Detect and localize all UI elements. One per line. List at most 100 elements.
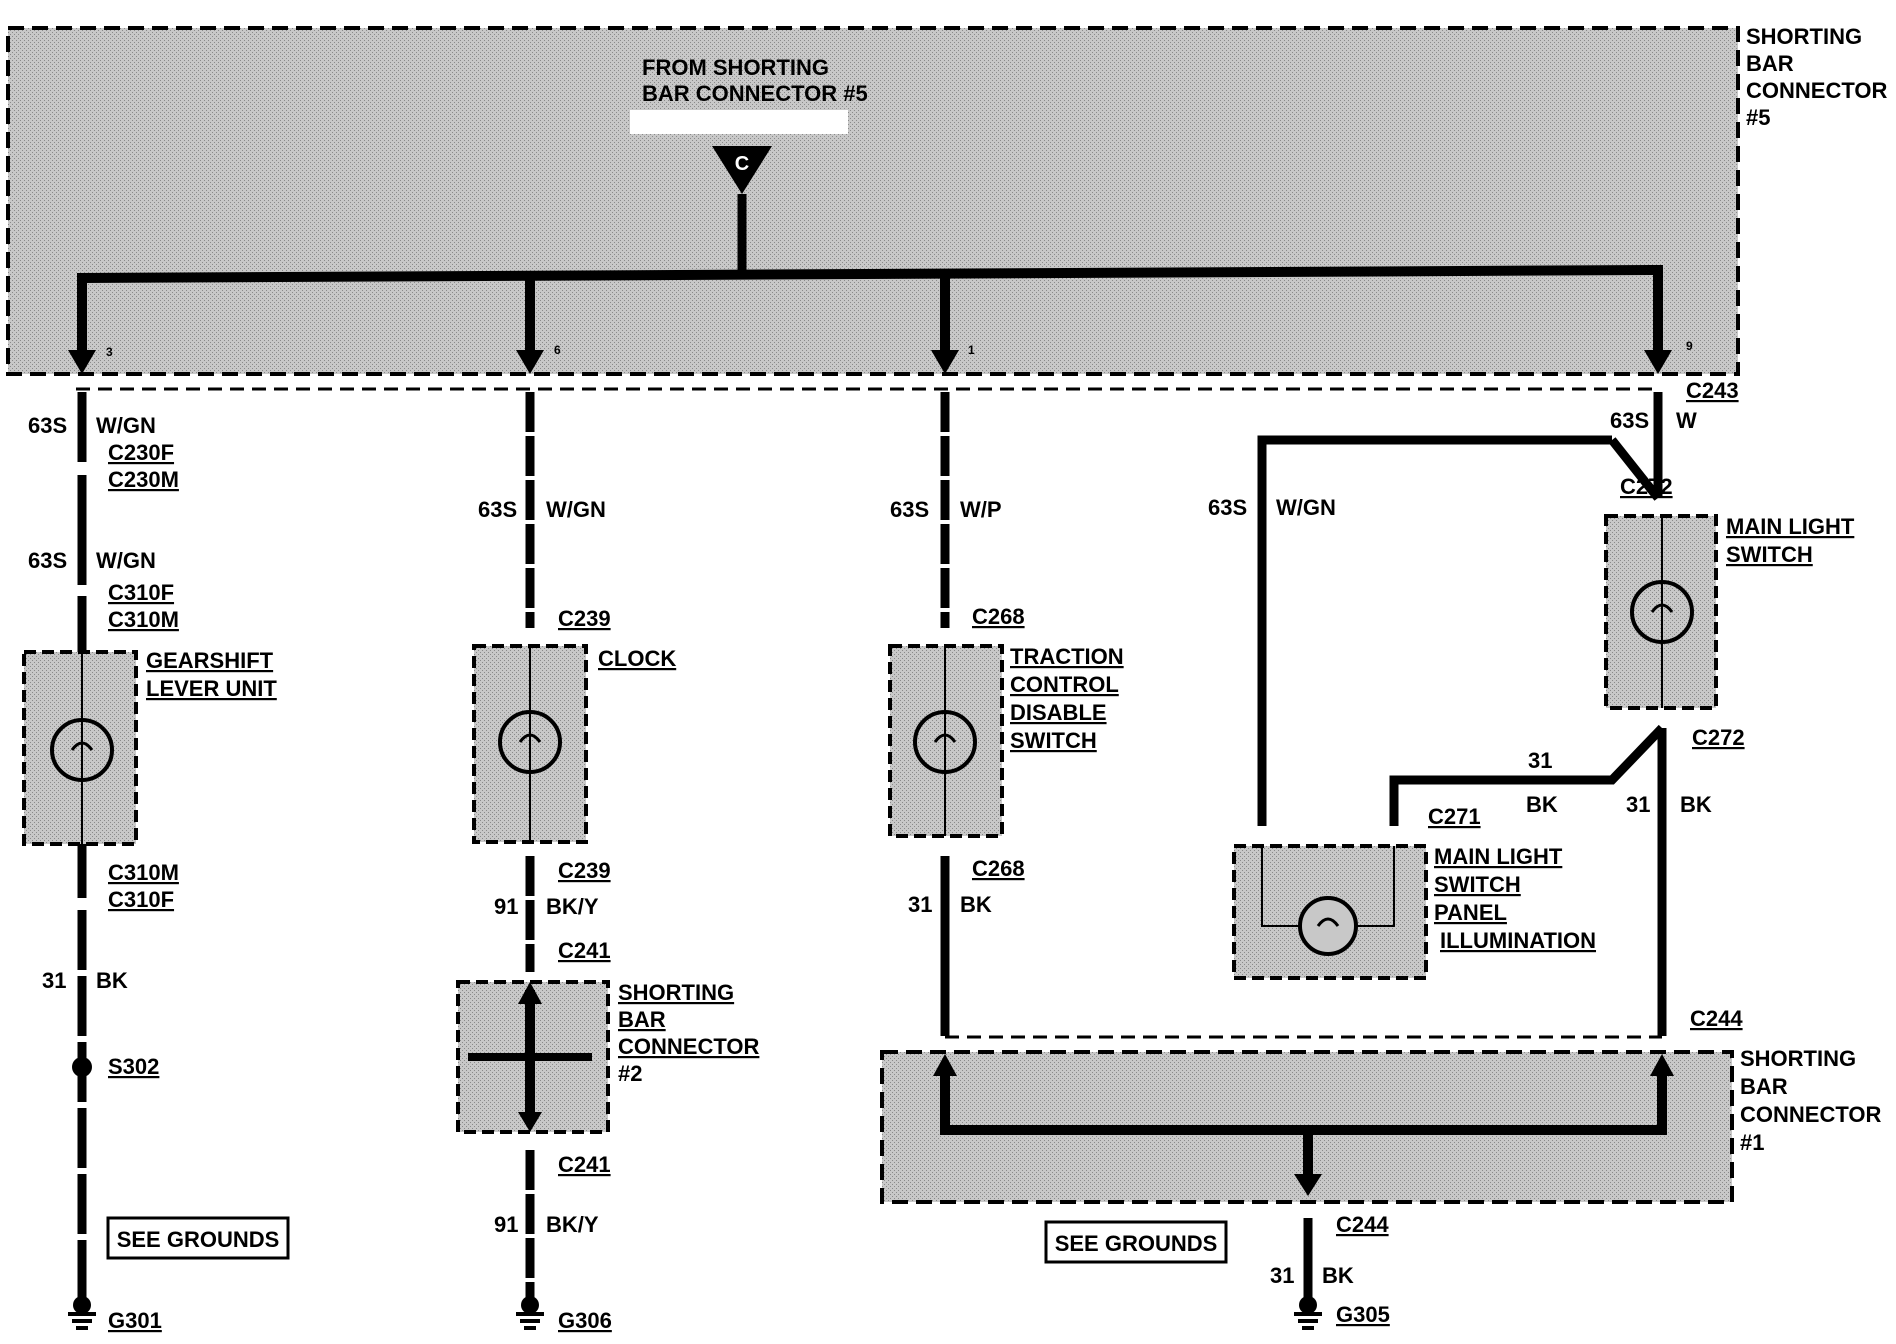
- wire-63s-w-gn-4: [1257, 435, 1612, 826]
- wire-31-bk-4a: [1389, 724, 1666, 826]
- traction-label-line4: SWITCH: [1010, 728, 1097, 753]
- b1-conn-c-bot: C310F: [108, 887, 174, 912]
- see-grounds-label-2: SEE GROUNDS: [1055, 1231, 1218, 1256]
- traction-bulb-icon: [913, 710, 977, 774]
- b1-wire-b-color: W/GN: [96, 548, 156, 573]
- clock-label: CLOCK: [598, 646, 676, 671]
- pin-6: 6: [554, 343, 561, 357]
- arrow-pin-3: [68, 350, 96, 374]
- pin-1: 1: [968, 343, 975, 357]
- branch-clock: 63S W/GN C239 CLOCK C239 91 BK/Y C241 SH…: [456, 392, 759, 1333]
- b4-wire-e-circuit: 31: [1270, 1263, 1294, 1288]
- b1-conn-b-top: C310F: [108, 580, 174, 605]
- b4-wire-b-circuit: 63S: [1208, 495, 1247, 520]
- pin-3: 3: [106, 345, 113, 359]
- ground-g305-label: G305: [1336, 1302, 1390, 1327]
- arrow-pin-9: [1644, 350, 1672, 374]
- splice-s302-icon: [72, 1057, 92, 1077]
- wire-63s-w-gn-4-diag: [1608, 437, 1662, 501]
- panel-illumination-filament-icon: [1316, 917, 1340, 927]
- b4-wire-d-color: BK: [1680, 792, 1712, 817]
- b4-conn-f: C244: [1336, 1212, 1389, 1237]
- connector2-label-line3: CONNECTOR: [618, 1034, 759, 1059]
- b1-conn-a-top: C230F: [108, 440, 174, 465]
- b2-wire-c-circuit: 91: [494, 1212, 518, 1237]
- connector1-arrow-right: [1650, 1054, 1674, 1076]
- connector5-box: [6, 26, 1740, 376]
- panel-illumination-label-line4: ILLUMINATION: [1440, 928, 1596, 953]
- connector5-label-line3: CONNECTOR: [1746, 78, 1887, 103]
- panel-illumination-bulb-icon: [1298, 896, 1358, 956]
- b3-wire-b-color: BK: [960, 892, 992, 917]
- arrow-pin-6: [516, 350, 544, 374]
- b4-conn-b: C272: [1620, 474, 1673, 499]
- b4-wire-a-circuit: 63S: [1610, 408, 1649, 433]
- ground-g306-icon: [516, 1296, 544, 1330]
- b4-conn-a: C243: [1686, 378, 1739, 403]
- connector5-label-line4: #5: [1746, 105, 1770, 130]
- traction-label-line3: DISABLE: [1010, 700, 1107, 725]
- ground-g306-label: G306: [558, 1308, 612, 1333]
- b1-wire-c-circuit: 31: [42, 968, 66, 993]
- gearshift-bulb-icon: [50, 718, 114, 782]
- b4-wire-d-circuit: 31: [1626, 792, 1650, 817]
- b3-conn-bot: C268: [972, 856, 1025, 881]
- b2-wire-a-circuit: 63S: [478, 497, 517, 522]
- branch-traction-control: 63S W/P C268 TRACTION CONTROL DISABLE SW…: [888, 392, 1124, 1036]
- b4-wire-c-circuit: 31: [1528, 748, 1552, 773]
- b4-conn-e: C244: [1690, 1006, 1743, 1031]
- b4-wire-c-color: BK: [1526, 792, 1558, 817]
- b2-conn-d: C241: [558, 1152, 611, 1177]
- b4-conn-c: C272: [1692, 725, 1745, 750]
- connector2-label-line1: SHORTING: [618, 980, 734, 1005]
- b2-conn-bot: C239: [558, 858, 611, 883]
- traction-label-line1: TRACTION: [1010, 644, 1124, 669]
- connector5-label-line1: SHORTING: [1746, 24, 1862, 49]
- b2-wire-b-color: BK/Y: [546, 894, 599, 919]
- gearshift-label-line2: LEVER UNIT: [146, 676, 277, 701]
- connector1-label-line3: CONNECTOR: [1740, 1102, 1881, 1127]
- ground-g301-icon: [68, 1296, 96, 1330]
- connector2-label-line2: BAR: [618, 1007, 666, 1032]
- b2-conn-top: C239: [558, 606, 611, 631]
- clock-filament-icon: [518, 733, 542, 743]
- b1-wire-c-color: BK: [96, 968, 128, 993]
- b3-wire-a-color: W/P: [960, 497, 1002, 522]
- b1-conn-b-bot: C310M: [108, 607, 179, 632]
- ground-g301-label: G301: [108, 1308, 162, 1333]
- connector1-arrow-down: [1294, 1174, 1322, 1196]
- panel-illumination-label-line2: SWITCH: [1434, 872, 1521, 897]
- main-light-switch-filament-icon: [1650, 603, 1674, 613]
- panel-illumination-label-line3: PANEL: [1434, 900, 1507, 925]
- b4-wire-b-color: W/GN: [1276, 495, 1336, 520]
- main-light-switch-label-line1: MAIN LIGHT: [1726, 514, 1855, 539]
- source-connector-letter: C: [735, 153, 749, 175]
- b3-wire-a-circuit: 63S: [890, 497, 929, 522]
- connector2-arrow-up: [518, 982, 542, 1004]
- see-grounds-label-1: SEE GROUNDS: [117, 1227, 280, 1252]
- connector1-label-line4: #1: [1740, 1130, 1764, 1155]
- traction-filament-icon: [933, 733, 957, 743]
- pin-9: 9: [1686, 339, 1693, 353]
- branch-main-light: C243 63S W 63S W/GN C272 MAIN LIGHT SWIT…: [1208, 378, 1855, 1036]
- source-connector-triangle: [712, 146, 772, 194]
- source-label-blank: [630, 110, 848, 134]
- b2-wire-b-circuit: 91: [494, 894, 518, 919]
- connector1-arrow-left: [933, 1054, 957, 1076]
- source-label-line1: FROM SHORTING: [642, 55, 829, 80]
- b1-wire-a-circuit: 63S: [28, 413, 67, 438]
- connector2-arrow-down: [518, 1112, 542, 1132]
- connector5-label-line2: BAR: [1746, 51, 1794, 76]
- connector1-label-line2: BAR: [1740, 1074, 1788, 1099]
- shorting-bar-connector-1: SHORTING BAR CONNECTOR #1: [880, 1046, 1881, 1204]
- b2-wire-c-color: BK/Y: [546, 1212, 599, 1237]
- connector1-label-line1: SHORTING: [1740, 1046, 1856, 1071]
- ground-g305-icon: [1294, 1296, 1322, 1330]
- splice-s302-label: S302: [108, 1054, 159, 1079]
- b2-conn-c: C241: [558, 938, 611, 963]
- traction-label-line2: CONTROL: [1010, 672, 1119, 697]
- clock-bulb-icon: [498, 710, 562, 774]
- main-light-switch-label-line2: SWITCH: [1726, 542, 1813, 567]
- b1-conn-c-top: C310M: [108, 860, 179, 885]
